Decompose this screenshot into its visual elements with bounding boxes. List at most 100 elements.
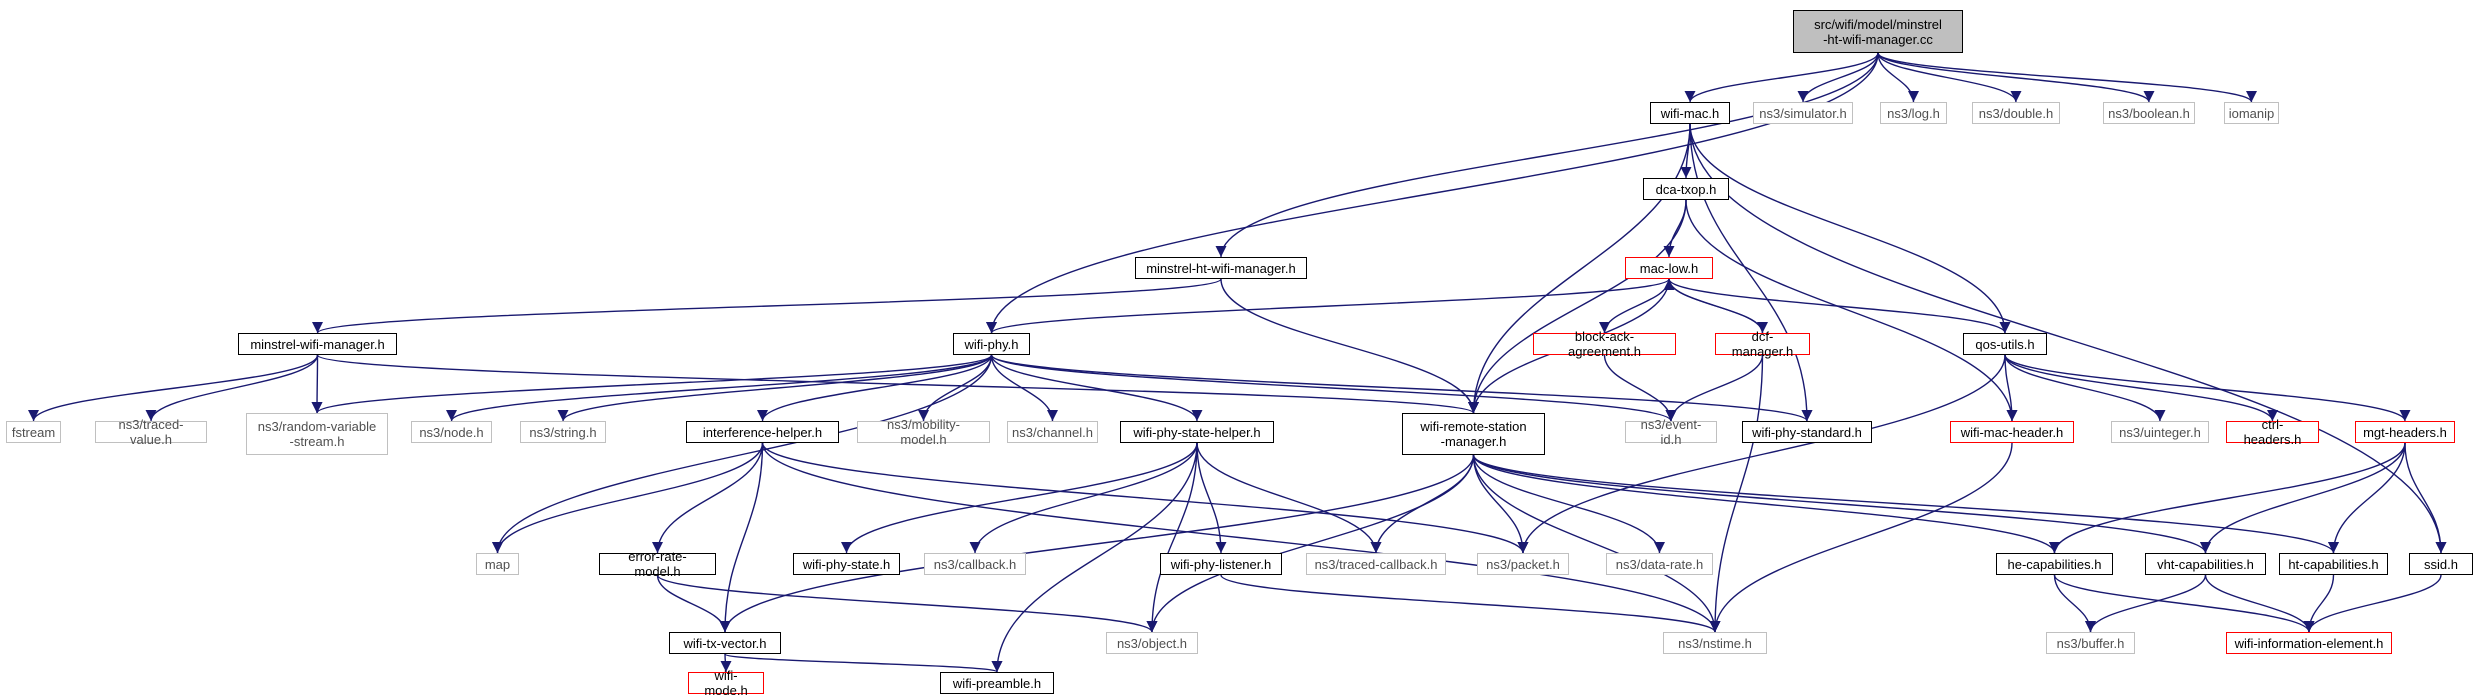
- edge-interference-to-errorrate: [651, 442, 764, 554]
- node-phylistener[interactable]: wifi-phy-listener.h: [1160, 553, 1282, 575]
- edge-minstrelht-to-minstrelwifi: [312, 278, 1222, 334]
- node-ssid[interactable]: ssid.h: [2409, 553, 2473, 575]
- node-preamble[interactable]: wifi-preamble.h: [940, 672, 1054, 694]
- node-mobility: ns3/mobility-model.h: [857, 417, 990, 447]
- edge-root-to-simulator: [1797, 52, 1879, 103]
- edge-wifimac-to-ssid: [1689, 123, 2447, 554]
- node-randomvar: ns3/random-variable -stream.h: [246, 413, 388, 455]
- edge-mgtheaders-to-hecap: [2048, 442, 2406, 554]
- edge-qosutils-to-uinteger: [2004, 354, 2166, 422]
- node-datarate: ns3/data-rate.h: [1606, 553, 1713, 575]
- node-callback: ns3/callback.h: [924, 553, 1026, 575]
- node-wifimac[interactable]: wifi-mac.h: [1650, 102, 1730, 124]
- node-tracedcallback: ns3/traced-callback.h: [1306, 553, 1446, 575]
- edge-qosutils-to-macheader: [2004, 354, 2018, 422]
- edge-remotestation-to-datarate: [1472, 454, 1666, 554]
- node-blockack[interactable]: block-ack-agreement.h: [1533, 329, 1676, 359]
- edge-remotestation-to-vhtcap: [1472, 454, 2211, 554]
- node-buffer: ns3/buffer.h: [2046, 632, 2135, 654]
- edge-maclow-to-qosutils: [1668, 278, 2011, 334]
- node-interference[interactable]: interference-helper.h: [686, 421, 839, 443]
- node-macheader[interactable]: wifi-mac-header.h: [1950, 421, 2074, 443]
- edge-wifiphy-to-phystandard: [990, 354, 1813, 422]
- edge-phystatehelper-to-preamble: [991, 442, 1198, 673]
- edge-wifiphy-to-randomvar: [311, 354, 993, 414]
- edge-maclow-to-wifiphy: [986, 278, 1670, 334]
- edge-wifiphy-to-string: [557, 354, 993, 422]
- edge-phystatehelper-to-phylistener: [1196, 442, 1227, 554]
- node-remotestation[interactable]: wifi-remote-station -manager.h: [1402, 413, 1545, 455]
- node-txvector[interactable]: wifi-tx-vector.h: [669, 632, 781, 654]
- node-phystandard[interactable]: wifi-phy-standard.h: [1742, 421, 1872, 443]
- node-tracedvalue: ns3/traced-value.h: [95, 417, 207, 447]
- edge-remotestation-to-htcap: [1472, 454, 2339, 554]
- node-dcatxop[interactable]: dca-txop.h: [1643, 178, 1729, 200]
- edge-mgtheaders-to-htcap: [2327, 442, 2406, 554]
- edge-root-to-boolean: [1877, 52, 2155, 103]
- node-wifiphy[interactable]: wifi-phy.h: [953, 333, 1030, 355]
- edge-wifiphy-to-node: [446, 354, 993, 422]
- edge-phystatehelper-to-callback: [969, 442, 1198, 554]
- node-iomanip: iomanip: [2224, 102, 2279, 124]
- edge-mgtheaders-to-ssid: [2404, 442, 2447, 554]
- edge-txvector-to-preamble: [724, 653, 1003, 673]
- node-node: ns3/node.h: [411, 421, 492, 443]
- node-simulator: ns3/simulator.h: [1753, 102, 1853, 124]
- node-root[interactable]: src/wifi/model/minstrel -ht-wifi-manager…: [1793, 10, 1963, 53]
- node-wifimode[interactable]: wifi-mode.h: [688, 668, 764, 698]
- node-mgtheaders[interactable]: mgt-headers.h: [2355, 421, 2455, 443]
- edge-htcap-to-infoelement: [2303, 574, 2335, 633]
- node-boolean: ns3/boolean.h: [2103, 102, 2195, 124]
- node-eventid: ns3/event-id.h: [1625, 417, 1717, 447]
- edge-minstrelwifi-to-randomvar: [311, 354, 323, 414]
- edge-txvector-to-wifimode: [720, 653, 732, 673]
- edge-minstrelwifi-to-fstream: [28, 354, 319, 422]
- node-vhtcap[interactable]: vht-capabilities.h: [2145, 553, 2266, 575]
- node-object: ns3/object.h: [1106, 632, 1198, 654]
- edge-vhtcap-to-infoelement: [2204, 574, 2315, 633]
- edge-root-to-iomanip: [1877, 52, 2257, 103]
- node-qosutils[interactable]: qos-utils.h: [1963, 333, 2047, 355]
- node-nstime: ns3/nstime.h: [1663, 632, 1767, 654]
- edge-interference-to-packet: [761, 442, 1529, 554]
- edge-minstrelwifi-to-remotestation: [316, 354, 1479, 414]
- edge-remotestation-to-txvector: [719, 454, 1475, 633]
- edge-hecap-to-infoelement: [2053, 574, 2315, 633]
- node-packet: ns3/packet.h: [1477, 553, 1569, 575]
- edge-errorrate-to-object: [656, 574, 1158, 633]
- node-minstrelht[interactable]: minstrel-ht-wifi-manager.h: [1135, 257, 1307, 279]
- edge-wifiphy-to-map: [491, 354, 993, 554]
- node-phystate[interactable]: wifi-phy-state.h: [793, 553, 900, 575]
- edge-phystatehelper-to-phystate: [840, 442, 1198, 554]
- node-map: map: [476, 553, 519, 575]
- edge-qosutils-to-ctrlheaders: [2004, 354, 2278, 422]
- edge-root-to-wifimac: [1684, 52, 1879, 103]
- edge-dcatxop-to-maclow: [1663, 199, 1687, 258]
- edge-errorrate-to-txvector: [656, 574, 731, 633]
- edge-wifimac-to-remotestation: [1467, 123, 1691, 414]
- node-hecap[interactable]: he-capabilities.h: [1996, 553, 2113, 575]
- edge-root-to-minstrelht: [1215, 52, 1879, 258]
- edge-wifiphy-to-mobility: [917, 354, 993, 422]
- node-maclow[interactable]: mac-low.h: [1625, 257, 1713, 279]
- node-uinteger: ns3/uinteger.h: [2111, 421, 2209, 443]
- edge-dcatxop-to-remotestation: [1467, 199, 1687, 414]
- node-ctrlheaders[interactable]: ctrl-headers.h: [2226, 417, 2319, 447]
- node-minstrelwifi[interactable]: minstrel-wifi-manager.h: [238, 333, 397, 355]
- edge-phylistener-to-nstime: [1220, 574, 1721, 633]
- edge-blockack-to-eventid: [1603, 354, 1677, 422]
- edge-remotestation-to-hecap: [1472, 454, 2060, 554]
- node-infoelement[interactable]: wifi-information-element.h: [2226, 632, 2392, 654]
- node-htcap[interactable]: ht-capabilities.h: [2279, 553, 2388, 575]
- edge-dcatxop-to-macheader: [1685, 199, 2018, 422]
- edge-macheader-to-nstime: [1709, 442, 2013, 633]
- node-fstream: fstream: [6, 421, 61, 443]
- node-errorrate[interactable]: error-rate-model.h: [599, 549, 716, 579]
- node-phystatehelper[interactable]: wifi-phy-state-helper.h: [1120, 421, 1274, 443]
- edge-dcfmgr-to-eventid: [1665, 354, 1764, 422]
- edge-phystatehelper-to-object: [1146, 442, 1198, 633]
- node-dcfmgr[interactable]: dcf-manager.h: [1715, 329, 1810, 359]
- edge-minstrelht-to-remotestation: [1220, 278, 1480, 414]
